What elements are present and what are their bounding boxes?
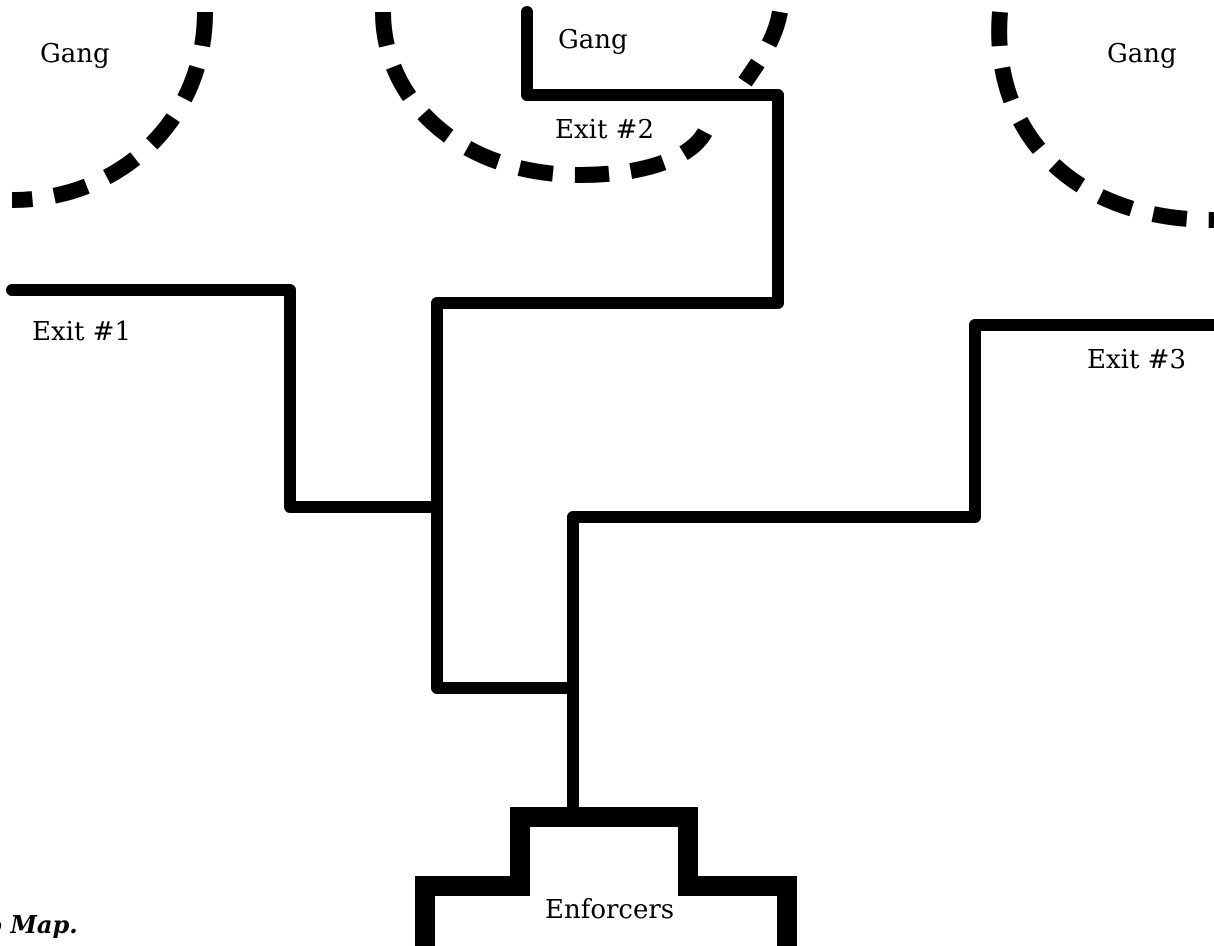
gang-label-center: Gang [558, 25, 628, 55]
exit-label-2: Exit #2 [555, 115, 654, 145]
gang-territory-center-boundary-right [738, 10, 788, 87]
gang-territory-center-boundary [375, 11, 713, 184]
exit-label-1: Exit #1 [32, 317, 131, 347]
figure-caption: o Map. [0, 910, 78, 939]
exit-label-3: Exit #3 [1087, 345, 1186, 375]
wall-exit-1 [6, 284, 443, 513]
wall-exit-3 [567, 319, 1214, 823]
gang-label-left: Gang [40, 39, 110, 69]
gang-label-right: Gang [1107, 39, 1177, 69]
wall-enforcers-base [415, 807, 797, 946]
gang-territory-right-boundary [991, 11, 1214, 228]
enforcers-label: Enforcers [545, 895, 674, 925]
wall-exit-2 [431, 6, 784, 694]
